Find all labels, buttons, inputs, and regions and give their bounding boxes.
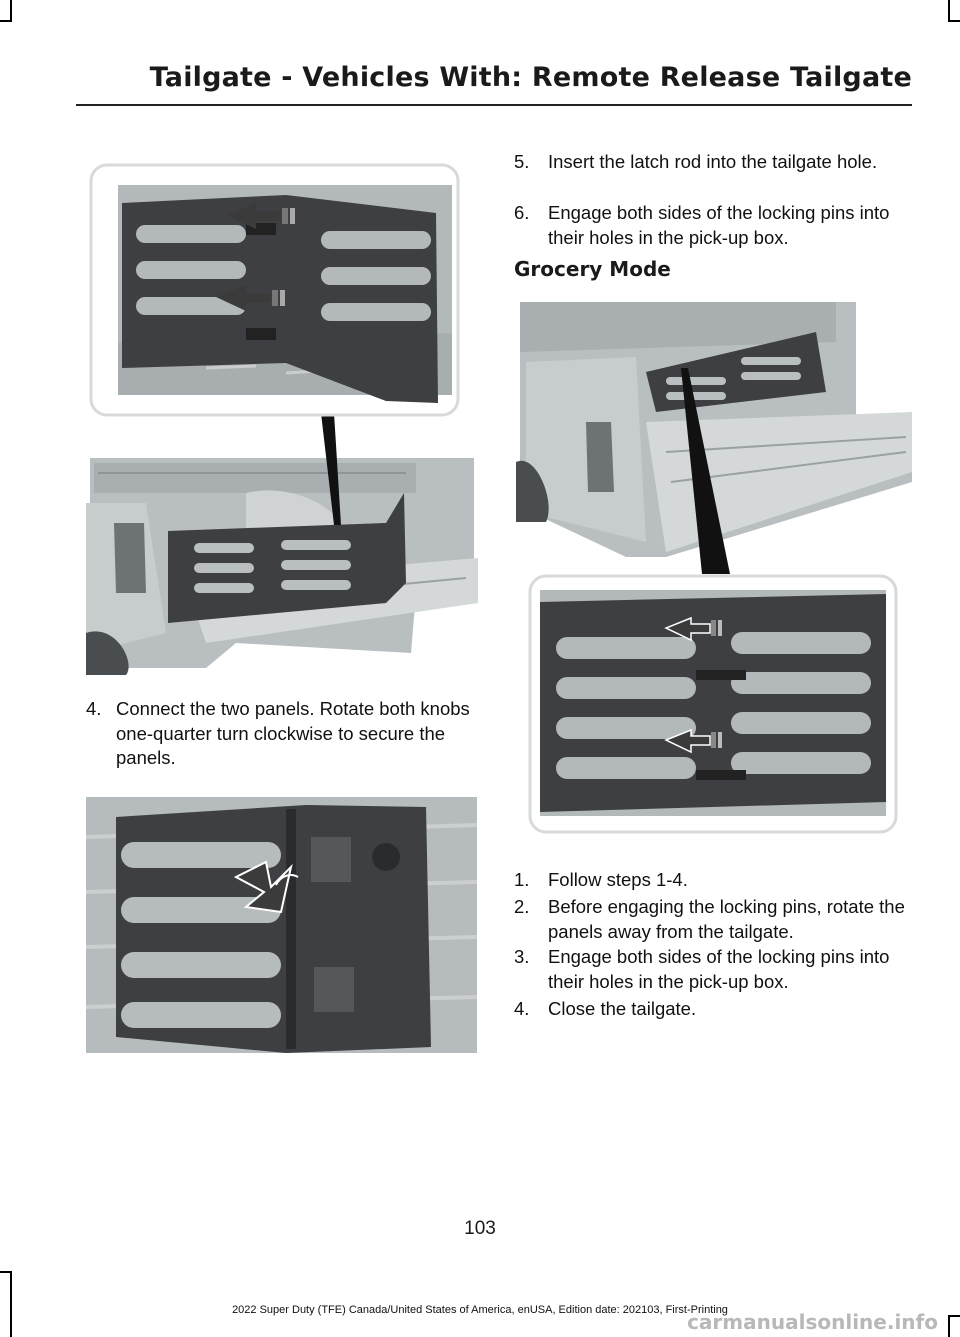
step-number: 4. (514, 998, 530, 1019)
page-number: 103 (464, 1218, 496, 1239)
grocery-step-1: 1. Follow steps 1-4. (514, 868, 910, 893)
inset-detail (89, 163, 460, 417)
watermark: carmanualsonline.info (687, 1310, 938, 1334)
crop-mark (0, 1271, 12, 1273)
header-divider (76, 104, 912, 106)
crop-mark (948, 20, 960, 22)
divider-panel-install-figure (86, 163, 478, 675)
step-text: Close the tailgate. (548, 998, 697, 1019)
step-number: 1. (514, 869, 530, 890)
footer-edition-text: 2022 Super Duty (TFE) Canada/United Stat… (232, 1304, 728, 1316)
step-4: 4. Connect the two panels. Rotate both k… (86, 697, 471, 771)
truck-bed-illustration (516, 302, 912, 567)
page-title: Tailgate - Vehicles With: Remote Release… (149, 62, 912, 93)
crop-mark (948, 1317, 950, 1337)
inset-detail (528, 574, 898, 834)
crop-mark (948, 1315, 960, 1317)
truck-bed-illustration (86, 453, 478, 675)
grocery-step-3: 3. Engage both sides of the locking pins… (514, 945, 910, 994)
step-5: 5. Insert the latch rod into the tailgat… (514, 150, 904, 175)
step-number: 4. (86, 698, 102, 719)
step-number: 2. (514, 896, 530, 917)
step-number: 3. (514, 946, 530, 967)
knob-rotation-figure (86, 797, 477, 1053)
grocery-mode-figure (516, 302, 912, 834)
crop-mark (10, 0, 12, 20)
step-text: Connect the two panels. Rotate both knob… (116, 698, 470, 768)
step-number: 5. (514, 151, 530, 172)
step-6: 6. Engage both sides of the locking pins… (514, 201, 904, 250)
step-text: Engage both sides of the locking pins in… (548, 946, 890, 992)
step-number: 6. (514, 202, 530, 223)
grocery-mode-heading: Grocery Mode (514, 257, 671, 281)
step-text: Before engaging the locking pins, rotate… (548, 896, 905, 942)
step-text: Follow steps 1-4. (548, 869, 688, 890)
crop-mark (10, 1273, 12, 1337)
crop-mark (948, 0, 950, 20)
step-text: Insert the latch rod into the tailgate h… (548, 151, 878, 172)
crop-mark (0, 20, 12, 22)
step-text: Engage both sides of the locking pins in… (548, 202, 890, 248)
grocery-step-4: 4. Close the tailgate. (514, 997, 910, 1022)
grocery-step-2: 2. Before engaging the locking pins, rot… (514, 895, 910, 944)
